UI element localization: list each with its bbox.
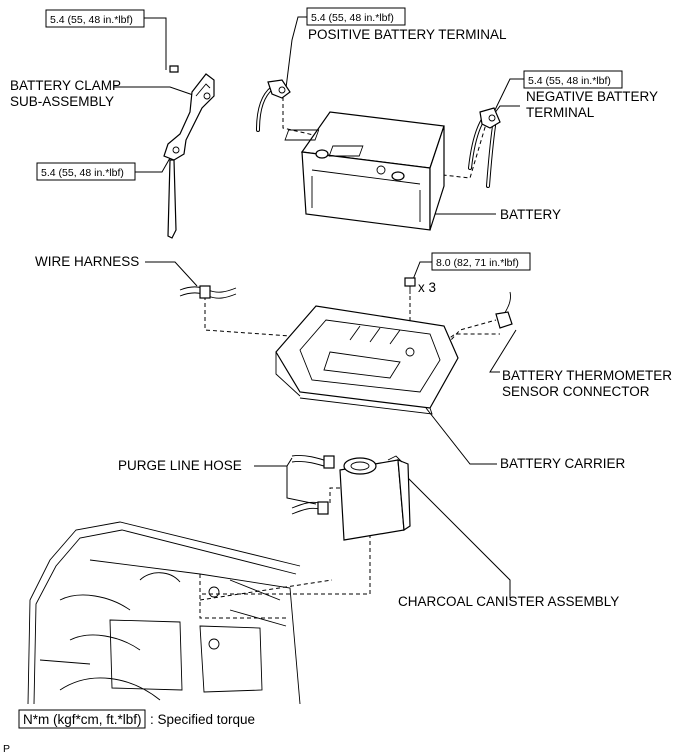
leader-lines xyxy=(114,16,524,598)
bolt-count-label: x 3 xyxy=(418,280,436,295)
charcoal-canister xyxy=(339,455,411,541)
battery-label: BATTERY xyxy=(500,207,561,222)
svg-text:5.4 (55, 48 in.*lbf): 5.4 (55, 48 in.*lbf) xyxy=(41,167,124,179)
torque-box-positive-terminal: 5.4 (55, 48 in.*lbf) xyxy=(306,7,406,26)
svg-text:5.4 (55, 48 in.*lbf): 5.4 (55, 48 in.*lbf) xyxy=(311,12,394,24)
wire-harness-label: WIRE HARNESS xyxy=(35,254,139,269)
positive-terminal-label: POSITIVE BATTERY TERMINAL xyxy=(308,27,507,42)
torque-box-clamp-bottom: 5.4 (55, 48 in.*lbf) xyxy=(36,162,136,181)
purge-line-hose-label: PURGE LINE HOSE xyxy=(118,458,242,473)
battery-carrier xyxy=(275,305,459,415)
torque-box-negative-terminal: 5.4 (55, 48 in.*lbf) xyxy=(523,70,623,89)
charcoal-canister-label: CHARCOAL CANISTER ASSEMBLY xyxy=(398,594,619,609)
negative-terminal-cable xyxy=(468,107,501,188)
thermometer-sensor-label-line1: BATTERY THERMOMETER xyxy=(502,368,672,383)
legend-box-text: N*m (kgf*cm, ft.*lbf) xyxy=(23,712,142,727)
battery-carrier-label: BATTERY CARRIER xyxy=(500,456,626,471)
battery xyxy=(284,111,445,231)
battery-clamp-label-line1: BATTERY CLAMP xyxy=(10,78,121,93)
torque-box-clamp-top: 5.4 (55, 48 in.*lbf) xyxy=(45,9,145,28)
positive-terminal-cable xyxy=(256,79,291,132)
thermometer-sensor-label-line2: SENSOR CONNECTOR xyxy=(502,384,650,399)
legend-description: : Specified torque xyxy=(150,712,255,727)
svg-text:5.4 (55, 48 in.*lbf): 5.4 (55, 48 in.*lbf) xyxy=(528,75,611,87)
negative-symbol-icon xyxy=(376,165,386,175)
wire-harness xyxy=(179,285,237,299)
torque-legend: N*m (kgf*cm, ft.*lbf) : Specified torque xyxy=(18,709,255,729)
battery-clamp xyxy=(163,65,215,239)
svg-text:5.4 (55, 48 in.*lbf): 5.4 (55, 48 in.*lbf) xyxy=(50,14,133,26)
purge-line-hose xyxy=(291,455,335,515)
battery-clamp-label-line2: SUB-ASSEMBLY xyxy=(10,94,114,109)
carrier-bolt-icon xyxy=(404,277,416,294)
svg-text:8.0 (82, 71 in.*lbf): 8.0 (82, 71 in.*lbf) xyxy=(436,257,519,269)
vehicle-body xyxy=(27,521,301,705)
clamp-bolt-icon xyxy=(169,65,179,73)
corner-code: P xyxy=(3,743,10,755)
torque-box-carrier-bolts: 8.0 (82, 71 in.*lbf) xyxy=(431,252,531,271)
negative-terminal-label-line2: TERMINAL xyxy=(526,105,595,120)
thermometer-sensor-connector xyxy=(495,291,513,329)
negative-terminal-label-line1: NEGATIVE BATTERY xyxy=(526,89,658,104)
